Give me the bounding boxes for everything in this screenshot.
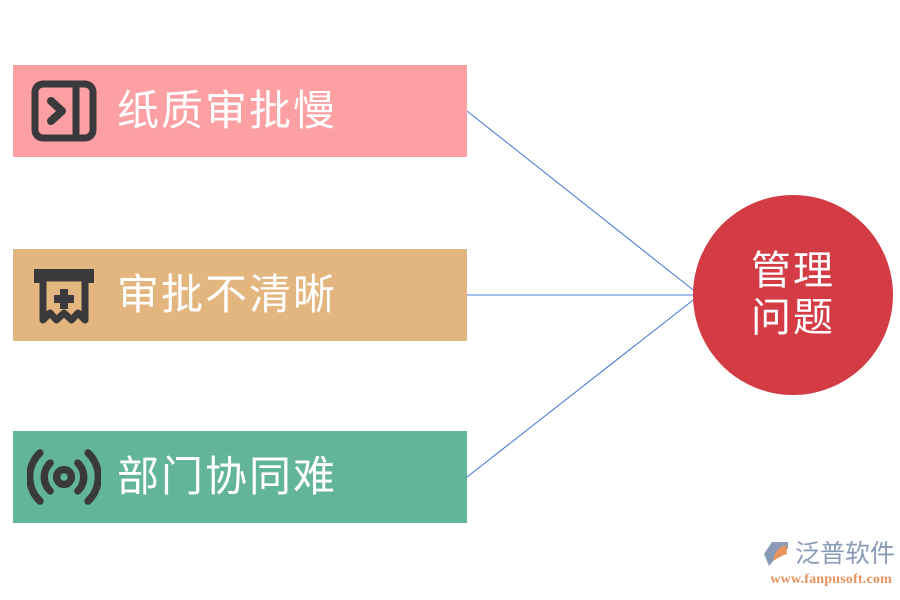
brand-url: www.fanpusoft.com	[770, 572, 892, 587]
problem-bar-label: 纸质审批慢	[117, 87, 338, 134]
problem-bar-cross-department[interactable]: 部门协同难	[13, 431, 467, 523]
connector-line-1	[466, 110, 698, 294]
fanpu-logo-mark-icon	[762, 540, 792, 568]
brand-name: 泛普软件	[795, 539, 896, 568]
hub-label-line-1: 管理	[751, 248, 835, 293]
problem-bar-unclear-approval[interactable]: 审批不清晰	[13, 249, 467, 341]
panel-right-arrow-icon	[27, 74, 101, 148]
receipt-plus-icon	[27, 258, 101, 332]
problem-bar-label: 审批不清晰	[117, 271, 338, 318]
broadcast-signal-icon	[27, 440, 101, 514]
brand-logo-top: 泛普软件	[762, 538, 896, 570]
problem-bar-label: 部门协同难	[117, 453, 338, 500]
connector-line-3	[466, 296, 698, 478]
central-hub-management-problem[interactable]: 管理 问题	[693, 195, 893, 395]
brand-logo: 泛普软件 www.fanpusoft.com	[762, 538, 896, 590]
problem-bar-paper-approval[interactable]: 纸质审批慢	[13, 65, 467, 157]
hub-label-line-2: 问题	[751, 296, 835, 340]
